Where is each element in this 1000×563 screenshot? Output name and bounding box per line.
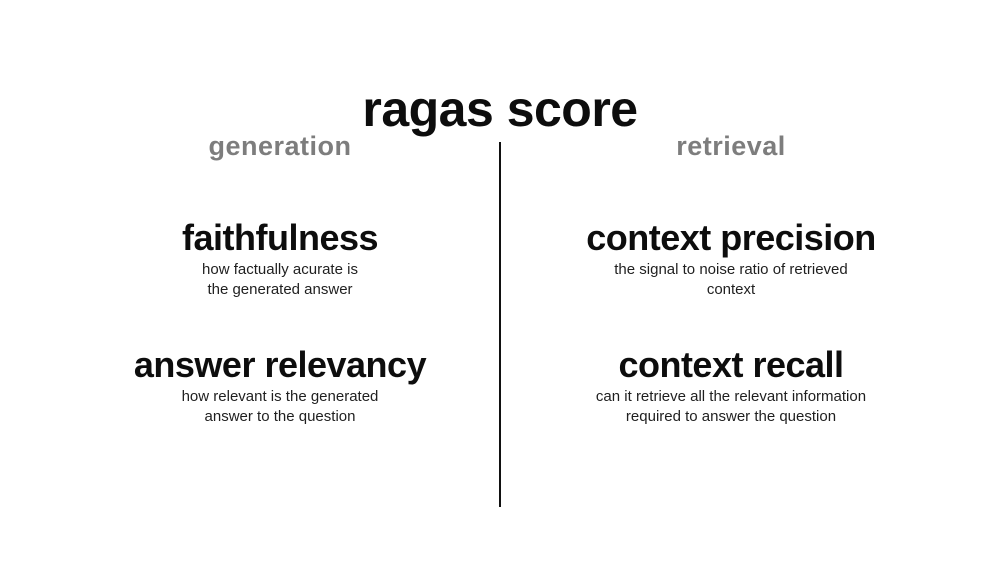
metric-answer-relevancy: answer relevancy how relevant is the gen…	[30, 343, 530, 426]
metric-heading: context recall	[618, 344, 844, 385]
metric-heading: context precision	[586, 217, 876, 258]
column-header-generation: generation	[208, 131, 352, 161]
metric-description-line: can it retrieve all the relevant informa…	[595, 388, 867, 405]
metric-context-recall: context recall can it retrieve all the r…	[481, 343, 981, 426]
metric-description-line: answer to the question	[204, 407, 356, 425]
metric-context-precision: context precision the signal to noise ra…	[481, 216, 981, 299]
metric-description-line: required to answer the question	[625, 407, 837, 425]
metric-faithfulness: faithfulness how factually acurate is th…	[30, 216, 530, 299]
column-header-retrieval: retrieval	[676, 131, 786, 161]
metric-heading: answer relevancy	[133, 344, 427, 385]
divider-line	[499, 142, 501, 507]
page-title: ragas score	[362, 80, 638, 137]
metric-description-line: how relevant is the generated	[181, 388, 379, 405]
metric-heading: faithfulness	[181, 217, 379, 258]
metric-description-line: how factually acurate is	[202, 261, 358, 278]
metric-description-line: context	[706, 280, 756, 298]
column-generation: generation faithfulness how factually ac…	[30, 130, 530, 426]
metric-description-line: the signal to noise ratio of retrieved	[614, 261, 848, 278]
metric-description-line: the generated answer	[207, 280, 353, 298]
column-retrieval: retrieval context precision the signal t…	[481, 130, 981, 426]
